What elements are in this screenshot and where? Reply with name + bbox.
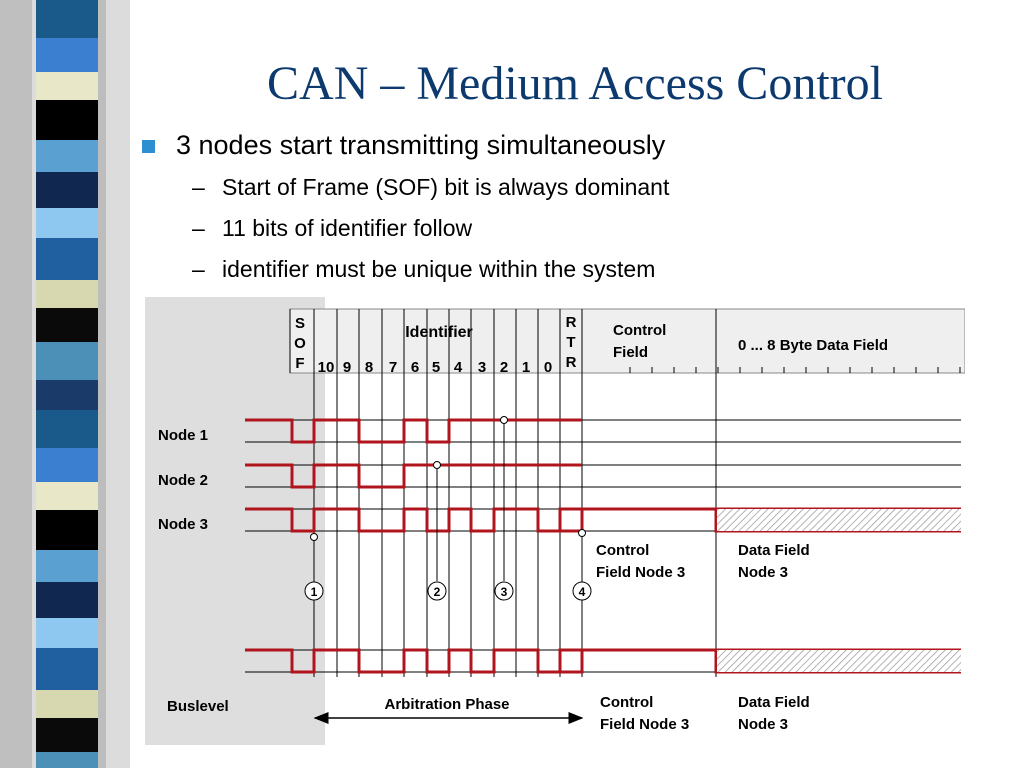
arbitration-label-bg	[360, 694, 538, 712]
marker-4-label: 4	[579, 585, 586, 599]
marker-1-circle	[304, 581, 324, 601]
bit-label-3: 3	[478, 359, 486, 376]
slide-title: CAN – Medium Access Control	[267, 57, 883, 110]
bus-data-field-node-3-label: Data Field Node 3	[738, 694, 810, 733]
control-field-header: Control Field	[613, 322, 666, 361]
svg-text:Node 3: Node 3	[738, 564, 788, 581]
svg-text:Control: Control	[596, 542, 649, 559]
bit-label-8: 8	[365, 359, 373, 376]
marker-3-circle	[494, 581, 514, 601]
bit-label-9: 9	[343, 359, 351, 376]
node-2-waveform	[245, 463, 582, 489]
header-band	[289, 308, 965, 374]
node-3-waveform	[245, 507, 582, 533]
bullet-square-icon	[142, 140, 155, 153]
sub-bullet-3: identifier must be unique within the sys…	[222, 256, 656, 282]
bit-label-7: 7	[389, 359, 397, 376]
bit-label-0: 0	[544, 359, 552, 376]
marker-1-label: 1	[311, 585, 318, 599]
control-field-node-3-label: Control Field Node 3	[596, 542, 685, 581]
marker-3-label: 3	[501, 585, 508, 599]
buslevel-label: Buslevel	[167, 698, 229, 715]
svg-text:Field Node 3: Field Node 3	[596, 564, 685, 581]
bit-label-1: 1	[522, 359, 530, 376]
bit-label-6: 6	[411, 359, 419, 376]
bus-waveform	[245, 648, 582, 674]
sof-header: S O F	[294, 315, 306, 372]
sub-bullet-1: Start of Frame (SOF) bit is always domin…	[222, 174, 670, 200]
svg-text:T: T	[566, 334, 575, 351]
bus-data-hatch	[717, 650, 961, 672]
svg-text:Node 3: Node 3	[738, 716, 788, 733]
svg-text:R: R	[566, 314, 577, 331]
sub-bullet-dash: –	[192, 174, 205, 200]
main-bullet: 3 nodes start transmitting simultaneousl…	[176, 130, 666, 160]
svg-text:O: O	[294, 335, 306, 352]
rtr-header: R T R	[566, 314, 577, 371]
node-1-label: Node 1	[158, 427, 208, 444]
bit-label-4: 4	[454, 359, 463, 376]
data-field-node-3-label: Data Field Node 3	[738, 542, 810, 581]
svg-text:Data Field: Data Field	[738, 542, 810, 559]
arbitration-phase-label: Arbitration Phase	[384, 696, 509, 713]
svg-text:Control: Control	[613, 322, 666, 339]
sub-bullet-dash: –	[192, 256, 205, 282]
node-2-label: Node 2	[158, 472, 208, 489]
node-3-data-hatch	[717, 509, 961, 531]
identifier-header: Identifier	[405, 324, 473, 341]
svg-text:Field: Field	[613, 344, 648, 361]
sub-bullet-2: 11 bits of identifier follow	[222, 215, 473, 241]
bus-control-field-node-3-label: Control Field Node 3	[600, 694, 689, 733]
svg-text:S: S	[295, 315, 305, 332]
marker-2-label: 2	[434, 585, 441, 599]
decorative-side-strip	[0, 0, 130, 768]
svg-text:Control: Control	[600, 694, 653, 711]
svg-text:Data Field: Data Field	[738, 694, 810, 711]
marker-2-circle	[427, 581, 447, 601]
bit-label-5: 5	[432, 359, 440, 376]
svg-text:R: R	[566, 354, 577, 371]
bit-label-2: 2	[500, 359, 508, 376]
marker-4-circle	[572, 581, 592, 601]
node-1-waveform	[245, 418, 582, 444]
data-field-header: 0 ... 8 Byte Data Field	[738, 337, 888, 354]
node-3-label: Node 3	[158, 516, 208, 533]
svg-text:Field Node 3: Field Node 3	[600, 716, 689, 733]
event-markers: 1 2 3 4	[304, 416, 592, 601]
svg-text:F: F	[295, 355, 304, 372]
bit-label-10: 10	[318, 359, 335, 376]
sub-bullet-dash: –	[192, 215, 205, 241]
timing-grid	[245, 309, 961, 677]
